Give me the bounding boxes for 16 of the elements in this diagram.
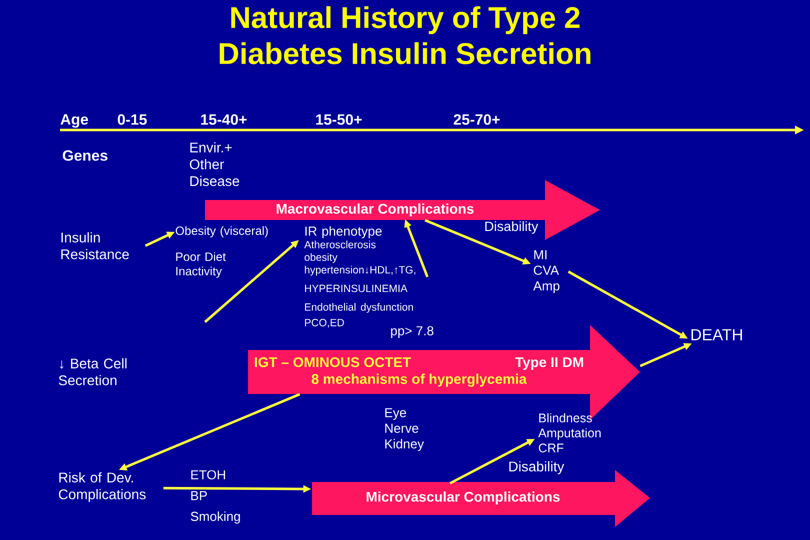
stage-text: Risk of Dev. Complications <box>58 472 146 502</box>
timeline-label: Age <box>60 114 88 128</box>
timeline-label: 15-50+ <box>316 114 362 125</box>
factor-text: Poor Diet Inactivity <box>176 252 226 278</box>
stage-text: Insulin Resistance <box>61 232 129 260</box>
outcome-text: Disability <box>485 221 538 234</box>
outcome-list: MI CVA Amp <box>533 250 560 294</box>
factor-text: ↓ Beta Cell Secretion <box>58 358 126 386</box>
factor-text: Genes <box>62 150 108 161</box>
threshold-text: pp> 7.8 <box>391 326 434 338</box>
timeline-label: 25-70+ <box>454 114 500 125</box>
factor-text: ETOH BP Smoking <box>190 470 240 524</box>
timeline-label: 0-15 <box>118 114 147 125</box>
title: Natural History of Type 2 Diabetes Insulin Secretion <box>220 6 590 64</box>
timeline-label: 15-40+ <box>201 114 247 125</box>
outcome-text: DEATH <box>692 329 742 340</box>
